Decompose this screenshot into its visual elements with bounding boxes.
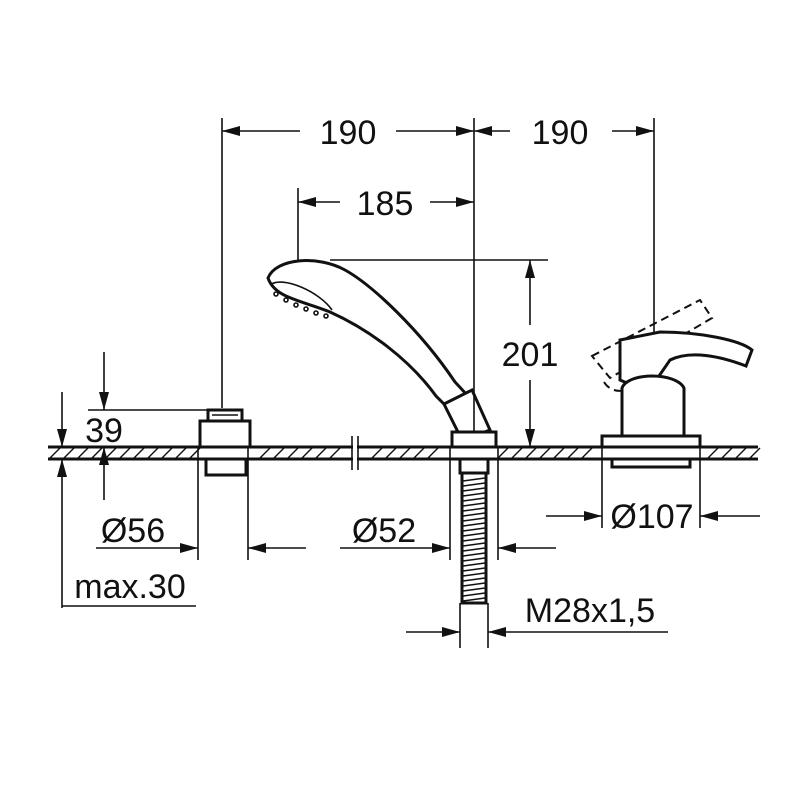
dim-diameter-left-label: Ø56 <box>101 512 165 550</box>
dim-body-height: 39 <box>85 352 208 500</box>
dim-width-left: 190 <box>221 114 474 408</box>
dim-diameter-middle: Ø52 <box>340 448 556 560</box>
hose-thread <box>462 477 486 602</box>
dim-width-right-label: 190 <box>532 114 589 152</box>
dim-hand-shower-offset-label: 185 <box>357 185 414 223</box>
spout-body <box>198 408 252 477</box>
dim-width-left-label: 190 <box>320 114 377 152</box>
hand-shower <box>266 259 498 605</box>
mixer-lever <box>590 298 754 469</box>
dim-diameter-left: Ø56 <box>96 448 306 560</box>
dim-diameter-middle-label: Ø52 <box>352 512 416 550</box>
dim-diameter-right: Ø107 <box>546 448 760 536</box>
dim-max-deck-thickness: max.30 <box>57 392 196 608</box>
deck-hatching <box>49 447 761 459</box>
dim-body-height-label: 39 <box>85 412 123 450</box>
dim-thread-label: M28x1,5 <box>525 592 655 630</box>
dim-max-deck-thickness-label: max.30 <box>74 568 186 606</box>
dim-hand-shower-height: 201 <box>330 259 559 447</box>
dim-width-right: 190 <box>473 114 655 432</box>
dim-diameter-right-label: Ø107 <box>610 498 693 536</box>
dim-hand-shower-height-label: 201 <box>502 336 559 374</box>
dim-hand-shower-offset: 185 <box>297 185 474 262</box>
dim-thread: M28x1,5 <box>406 592 668 648</box>
